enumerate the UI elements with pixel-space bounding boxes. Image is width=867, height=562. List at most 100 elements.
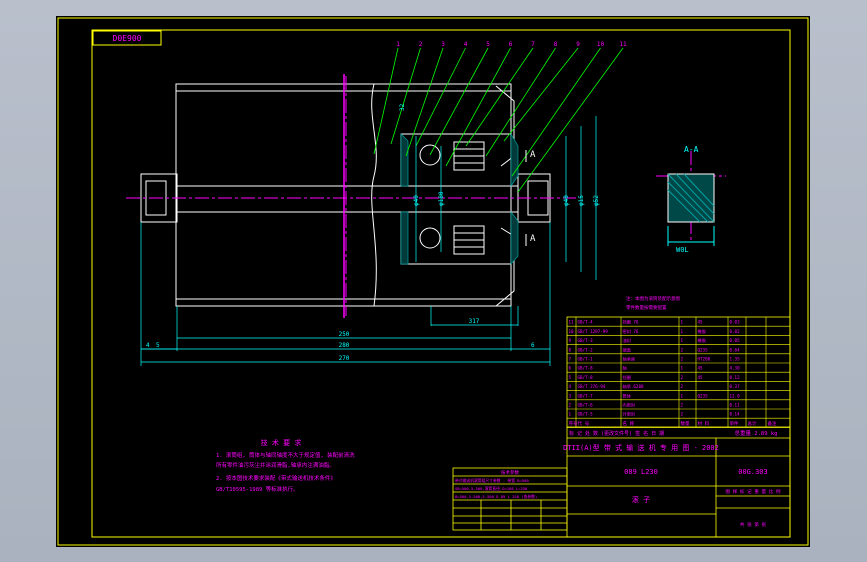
tb-dwg: 00G.303 (738, 468, 768, 476)
tb-sheet: 共 张 第 张 (740, 521, 767, 528)
bom-cell: 橡胶 (698, 337, 706, 344)
bom-cell: 0.03 (730, 320, 741, 325)
bom-cell: GB/T-8 (578, 375, 594, 380)
dim-len-body: 250 (339, 331, 350, 338)
bom-cell: 外密封 (623, 411, 636, 418)
bom-cell: 1 (681, 338, 684, 343)
bom-note-2: 零件数量按需要配置 (626, 304, 667, 311)
bom-cell: 6 (569, 366, 572, 371)
bom-cell: 11 (569, 320, 575, 325)
balloon-leader (405, 47, 444, 157)
bom-cell: 1 (681, 366, 684, 371)
bom-cell: 2 (681, 375, 684, 380)
dim-len-total: 270 (339, 355, 350, 362)
param-line-1: 带式输送机滚筒组尺寸参数 , 带宽 B=500 (455, 478, 529, 483)
bom-cell: 端盖 (623, 346, 631, 353)
balloon-number: 4 (464, 41, 468, 48)
bom-cell: 1 (681, 320, 684, 325)
bom-cell: 油封 (623, 337, 631, 344)
bom-note-1: 注：本图为滚筒装配示意图 (626, 295, 680, 302)
balloon-leader (445, 47, 511, 167)
section-view (667, 173, 715, 246)
bom-cell: GB/T-3 (578, 338, 594, 343)
code-box (92, 30, 162, 46)
drawing-canvas[interactable]: D0E900 (56, 16, 810, 547)
bom-cell: GB/T-8 (578, 366, 594, 371)
bom-cell: 2 (681, 403, 684, 408)
bom-cell: 45 (698, 366, 704, 371)
param-line-2: SB=500.5-500,滚筒直径,D=108 L=250 (455, 486, 528, 491)
horizontal-dimensions (140, 222, 551, 366)
tb-scale-hdr: 图 样 标 记 重 量 比 例 (726, 488, 781, 495)
bom-cell: GB/T 276-94 (578, 384, 606, 389)
cut-mark-upper: A (530, 150, 536, 160)
bom-cell: 45 (698, 375, 704, 380)
dim-len-inner: 317 (469, 318, 480, 325)
bom-cell: 4.30 (730, 366, 741, 371)
bom-cell: 0.14 (730, 412, 741, 417)
code-box-text: D0E900 (113, 34, 142, 43)
balloon-leader (429, 47, 489, 156)
bom-cell: 8 (569, 347, 572, 352)
bom-cell: GB/T 1297-99 (578, 329, 609, 334)
bom-cell: GB/T-7 (578, 393, 594, 398)
tb-code: 089 L230 (624, 468, 658, 476)
center-lines (126, 76, 726, 316)
dim-small-c: 6 (531, 342, 535, 349)
bom-cell: 内密封 (623, 402, 636, 409)
bom-cell: Q235 (698, 347, 709, 352)
bom-cell: GB/T-4 (578, 320, 594, 325)
bom-cell: 4 (569, 384, 572, 389)
bom-cell: 密封 76 (623, 328, 639, 335)
balloon-leader (373, 47, 399, 155)
bom-cell: 1.35 (730, 357, 741, 362)
bom-cell: 轴承 6208 (623, 383, 644, 390)
balloon-leaders (373, 47, 624, 193)
bom-header-cell: 单件 (730, 420, 739, 427)
bom-cell: 0.05 (730, 338, 741, 343)
assembly-drawing-svg: D0E900 (57, 17, 809, 546)
param-table (452, 467, 568, 531)
dim-small-a: 5 (156, 342, 160, 349)
notes-line-2: 所有零件油污灰尘并涂润滑脂,轴承内注满油脂。 (216, 461, 335, 469)
bom-cell: 1 (681, 329, 684, 334)
bom-cell: GB/T-5 (578, 412, 594, 417)
bom-cell: 轴承座 (623, 356, 636, 363)
bom-header-cell: 代 号 (578, 420, 590, 427)
dim-d-mid: φ180 (438, 191, 445, 206)
bom-cell: 1 (681, 393, 684, 398)
dim-d-right-c: φ52 (593, 195, 600, 206)
bom-cell: 3 (569, 393, 572, 398)
dim-d-right-a: φ40 (563, 195, 570, 206)
bom-cell: GB/T-2 (578, 347, 594, 352)
bom-cell: 7 (569, 357, 572, 362)
balloon-number: 1 (396, 41, 400, 48)
bom-cell: 1 (569, 412, 572, 417)
bom-cell: 9 (569, 338, 572, 343)
section-width-dim: W0L (676, 246, 689, 254)
bom-cell: 2 (569, 403, 572, 408)
tb-row1: 标 记 处 数 (更改文件号) 签 名 日 期 (569, 430, 664, 437)
bom-cell: 0.37 (730, 384, 741, 389)
bom-cell: GB/T-6 (578, 403, 594, 408)
bom-cell: 2 (681, 357, 684, 362)
dim-d-right-b: φ15 (578, 195, 585, 206)
balloon-leader (517, 47, 624, 193)
tb-title: DTII(A)型 带 式 输 送 机 专 用 图 - 2002 (563, 443, 719, 452)
inner-frame (91, 29, 791, 538)
bom-cell: 12.0 (730, 393, 741, 398)
bom-header-cell: 备注 (768, 420, 777, 427)
bom-cell: 筒体 (623, 392, 632, 399)
notes-line-4: GB/T10595-1989 等标准执行。 (216, 485, 299, 493)
bom-header-cell: 总计 (748, 420, 757, 427)
bom-cell: 0.02 (730, 329, 741, 334)
bom-cell: GB/T-1 (578, 357, 594, 362)
bom-header-cell: 序号 (569, 420, 578, 427)
bom-header-cell: 材 料 (698, 420, 710, 427)
bom-cell: 0.11 (730, 403, 741, 408)
bom-cell: HT200 (698, 357, 711, 362)
bom-cell: 挡圈 76 (623, 319, 639, 326)
section-label: A-A (684, 145, 699, 154)
